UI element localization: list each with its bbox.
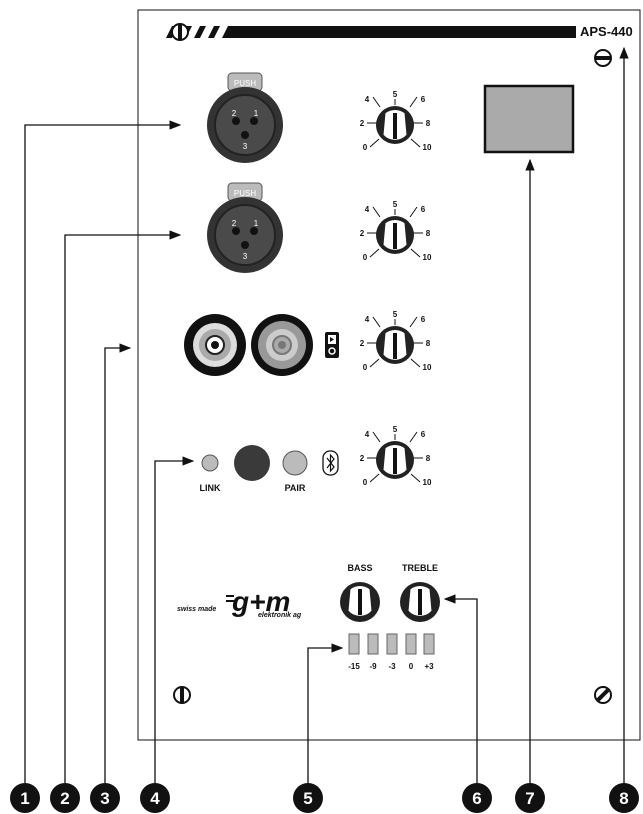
- svg-text:4: 4: [365, 205, 370, 214]
- svg-text:6: 6: [472, 789, 481, 808]
- link-led: [201, 454, 219, 472]
- svg-text:10: 10: [423, 478, 432, 487]
- svg-text:2: 2: [360, 229, 365, 238]
- level-knob-3[interactable]: 4 5 6 2 8 0 10: [360, 310, 432, 372]
- svg-text:5: 5: [303, 789, 312, 808]
- svg-text:10: 10: [423, 253, 432, 262]
- eq-switch[interactable]: [386, 633, 398, 655]
- level-knob-2[interactable]: 4 5 6 2 8 0 10: [360, 200, 432, 262]
- callout-3: 3: [90, 783, 120, 813]
- eq-switch-row: -15 -9 -3 0 +3: [348, 633, 435, 671]
- svg-text:0: 0: [363, 478, 368, 487]
- pin-label: 1: [254, 219, 259, 228]
- eq-label: 0: [409, 662, 414, 671]
- callout-6: 6: [462, 783, 492, 813]
- bluetooth-main-button[interactable]: [234, 445, 270, 481]
- pin-label: 2: [232, 219, 237, 228]
- svg-text:4: 4: [365, 95, 370, 104]
- tagline: swiss made: [177, 606, 216, 613]
- svg-text:3: 3: [100, 789, 109, 808]
- svg-text:0: 0: [363, 253, 368, 262]
- pin-label: 1: [254, 109, 259, 118]
- svg-text:6: 6: [421, 315, 426, 324]
- svg-text:8: 8: [426, 119, 431, 128]
- level-knob-4[interactable]: 4 5 6 2 8 0 10: [360, 425, 432, 487]
- xlr-input-2[interactable]: PUSH 2 1 3: [206, 182, 284, 274]
- callout-leaders: [24, 46, 629, 784]
- eq-label: +3: [424, 662, 434, 671]
- svg-text:2: 2: [360, 454, 365, 463]
- screw-top-left-icon: [171, 23, 189, 41]
- svg-text:10: 10: [423, 363, 432, 372]
- svg-text:0: 0: [363, 143, 368, 152]
- svg-text:6: 6: [421, 205, 426, 214]
- header-stripe: [166, 26, 576, 38]
- pin-label: 3: [243, 252, 248, 261]
- svg-text:8: 8: [426, 454, 431, 463]
- model-label: APS-440: [580, 24, 633, 39]
- eq-switch[interactable]: [423, 633, 435, 655]
- svg-text:8: 8: [426, 229, 431, 238]
- pair-label: PAIR: [285, 483, 306, 493]
- svg-text:5: 5: [393, 90, 398, 99]
- bass-label: BASS: [347, 563, 372, 573]
- svg-text:2: 2: [360, 339, 365, 348]
- pin-label: 3: [243, 142, 248, 151]
- callout-1: 1: [10, 783, 40, 813]
- treble-label: TREBLE: [402, 563, 438, 573]
- callout-4: 4: [140, 783, 170, 813]
- svg-text:0: 0: [363, 363, 368, 372]
- svg-text:8: 8: [619, 789, 628, 808]
- display-window: [483, 84, 575, 154]
- svg-text:10: 10: [423, 143, 432, 152]
- media-player-icon: [325, 332, 339, 358]
- svg-text:5: 5: [393, 310, 398, 319]
- eq-switch[interactable]: [348, 633, 360, 655]
- level-knob-1[interactable]: 4 5 6 2 8 0 10: [360, 90, 432, 152]
- screw-bottom-left-icon: [173, 686, 191, 704]
- treble-knob[interactable]: [400, 582, 440, 622]
- pair-button[interactable]: [282, 450, 308, 476]
- svg-text:2: 2: [360, 119, 365, 128]
- callout-7: 7: [515, 783, 545, 813]
- svg-text:6: 6: [421, 95, 426, 104]
- bass-knob[interactable]: [340, 582, 380, 622]
- svg-text:1: 1: [20, 789, 29, 808]
- svg-text:4: 4: [150, 789, 160, 808]
- svg-text:4: 4: [365, 430, 370, 439]
- brand-logo: g+m swiss made elektronik ag: [177, 586, 302, 619]
- eq-switch[interactable]: [367, 633, 379, 655]
- svg-text:6: 6: [421, 430, 426, 439]
- bluetooth-icon: [322, 450, 339, 476]
- svg-text:4: 4: [365, 315, 370, 324]
- push-label: PUSH: [234, 189, 256, 198]
- svg-text:5: 5: [393, 425, 398, 434]
- eq-label: -9: [369, 662, 377, 671]
- svg-text:8: 8: [426, 339, 431, 348]
- logo-mark: g+m: [231, 586, 290, 617]
- callout-5: 5: [293, 783, 323, 813]
- rca-input-right[interactable]: [251, 314, 313, 376]
- svg-text:2: 2: [60, 789, 69, 808]
- svg-text:5: 5: [393, 200, 398, 209]
- eq-label: -3: [388, 662, 396, 671]
- screw-top-right-icon: [594, 49, 612, 67]
- callout-2: 2: [50, 783, 80, 813]
- push-label: PUSH: [234, 79, 256, 88]
- pin-label: 2: [232, 109, 237, 118]
- rca-input-left[interactable]: [184, 314, 246, 376]
- svg-text:7: 7: [525, 789, 534, 808]
- eq-label: -15: [348, 662, 360, 671]
- callout-8: 8: [609, 783, 639, 813]
- eq-switch[interactable]: [405, 633, 417, 655]
- company-name: elektronik ag: [258, 612, 302, 619]
- link-label: LINK: [200, 483, 221, 493]
- xlr-input-1[interactable]: PUSH 2 1 3: [206, 72, 284, 164]
